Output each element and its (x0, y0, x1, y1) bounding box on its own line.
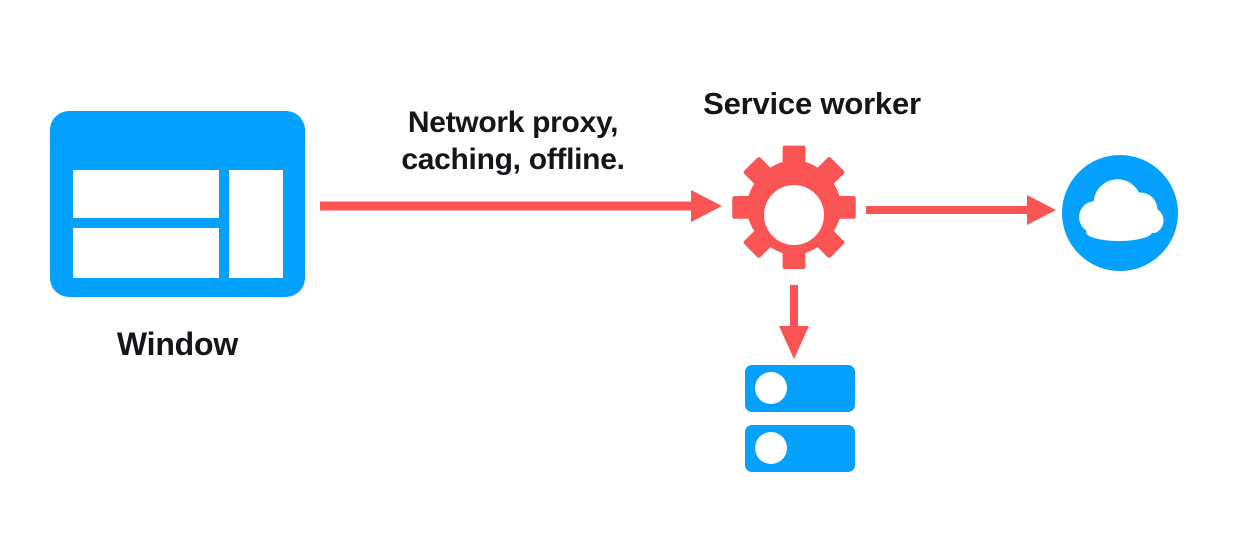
arrow-service-worker-to-storage (779, 285, 809, 359)
database-indicator-1 (755, 372, 787, 404)
arrow-service-worker-to-cloud (866, 195, 1056, 225)
gear-hub-icon (764, 185, 824, 245)
window-pane-top-left (73, 170, 219, 218)
gear-icon[interactable] (732, 145, 856, 270)
service-worker-label: Service worker (703, 86, 921, 121)
window-pane-side (229, 170, 283, 278)
arrowhead-icon (1027, 195, 1056, 225)
window-label: Window (116, 326, 239, 362)
arrowhead-icon (779, 326, 809, 359)
edge-caption-line-2: caching, offline. (401, 143, 625, 177)
arrow-window-to-service-worker (320, 190, 722, 222)
cloud-icon[interactable] (1062, 155, 1178, 271)
database-indicator-2 (755, 432, 787, 464)
database-icon[interactable] (745, 365, 855, 472)
arrowhead-icon (691, 190, 722, 222)
window-pane-bottom-left (73, 228, 219, 278)
browser-window-icon (50, 111, 305, 297)
edge-caption: Network proxy, caching, offline. (372, 104, 654, 178)
window-node[interactable] (50, 111, 305, 297)
edge-caption-line-1: Network proxy, (407, 106, 619, 139)
